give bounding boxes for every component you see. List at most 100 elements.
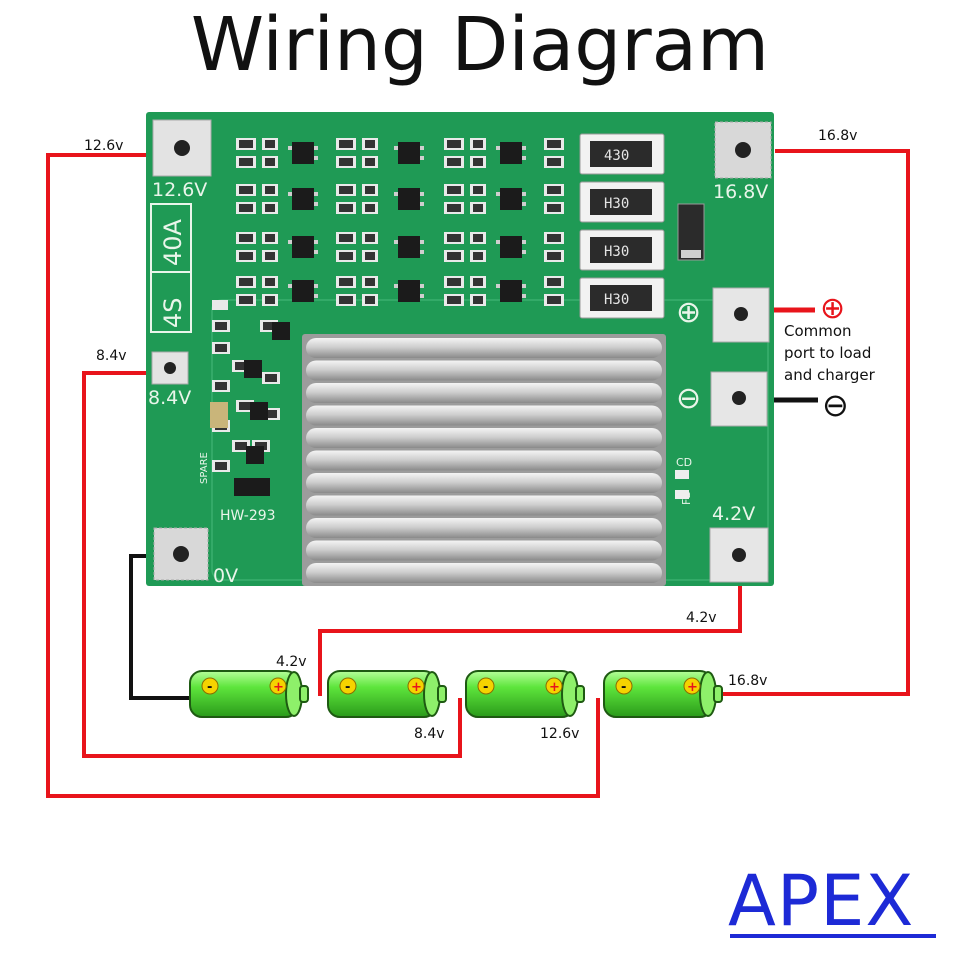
smd-resistor-body (265, 204, 275, 212)
smd-resistor-body (265, 234, 275, 242)
battery-cell-1: -+ (189, 670, 309, 718)
pad-label-16-8v: 16.8V (713, 181, 768, 203)
smd-pin (314, 146, 318, 150)
smd-pin (420, 202, 424, 206)
pad-label-0v: 0V (213, 565, 238, 587)
wire-labels: 12.6v 8.4v 16.8v 4.2v 4.2v 8.4v 12.6v 16… (84, 128, 857, 742)
shunt-code: H30 (604, 196, 629, 212)
smd-resistor-body (473, 140, 483, 148)
smd-pin (420, 192, 424, 196)
smd-mosfet (500, 142, 522, 164)
common-port-annotation: ⊕ Common port to load and charger ⊖ (784, 291, 876, 424)
smd-resistor-body (473, 234, 483, 242)
smd-resistor-body (547, 204, 561, 212)
smd-resistor-body (215, 462, 227, 470)
smd-pin (394, 284, 398, 288)
smd-resistor-body (239, 278, 253, 286)
battery-terminal (437, 685, 447, 703)
smd-pin (522, 250, 526, 254)
smd-pin (522, 146, 526, 150)
battery-neg-marker (339, 677, 357, 695)
smd-resistor-body (447, 204, 461, 212)
wire-label-8-4v: 8.4v (96, 348, 127, 364)
shunt-code: H30 (604, 292, 629, 308)
battery-cell-4: -+ (603, 670, 723, 718)
smd-pin (288, 240, 292, 244)
common-port-line-2: port to load (784, 344, 871, 362)
shunt-resistor: H30 (579, 277, 665, 319)
wire-label-4-2v-battery: 4.2v (276, 654, 307, 670)
page-title: Wiring Diagram (190, 2, 770, 88)
pad-16-8v (714, 121, 772, 179)
smd-resistor-body (473, 186, 483, 194)
heatsink-fin (306, 563, 662, 583)
smd-resistor-body (547, 186, 561, 194)
battery-neg-sign: - (207, 680, 212, 695)
smd-pin (522, 294, 526, 298)
pad-common-minus (710, 371, 768, 427)
smd-pin (522, 202, 526, 206)
smd-pin (394, 146, 398, 150)
smd-resistor-body (447, 252, 461, 260)
smd-pin (314, 202, 318, 206)
smd-ic (234, 478, 270, 496)
shunt-resistor: H30 (579, 229, 665, 271)
smd-pin (522, 240, 526, 244)
smd-resistor-body (215, 344, 227, 352)
brand-logo: APEX (728, 860, 915, 942)
smd-pin (496, 192, 500, 196)
battery-neg-sign: - (345, 680, 350, 695)
smd-resistor-body (265, 252, 275, 260)
smd-pin (288, 192, 292, 196)
smd-resistor-body (473, 204, 483, 212)
smd-resistor-body (447, 140, 461, 148)
smd-resistor-body (215, 382, 227, 390)
smd-transistor (272, 322, 290, 340)
smd-capacitor (210, 402, 228, 428)
battery-pos-sign: + (549, 680, 560, 695)
smd-resistor-body (265, 186, 275, 194)
smd-pin (314, 156, 318, 160)
heatsink-fin (306, 338, 662, 358)
rating-series: 4S (159, 297, 187, 328)
common-port-line-1: Common (784, 322, 852, 340)
smd-resistor-body (265, 410, 277, 418)
smd-pin (420, 250, 424, 254)
smd-pin (314, 240, 318, 244)
common-port-line-3: and charger (784, 366, 876, 384)
smd-resistor-body (547, 252, 561, 260)
smd-resistor (212, 300, 228, 310)
wire-12-6v (46, 153, 600, 798)
smd-resistor-body (447, 296, 461, 304)
battery-cell-2: -+ (327, 670, 447, 718)
smd-resistor-body (447, 234, 461, 242)
smd-resistor-body (447, 278, 461, 286)
heatsink-fin (306, 450, 662, 471)
battery-pos-marker (269, 677, 287, 695)
smd-pin (314, 294, 318, 298)
smd-pin (394, 192, 398, 196)
smd-resistor-body (265, 158, 275, 166)
smd-pin (420, 146, 424, 150)
smd-resistor-body (239, 234, 253, 242)
smd-pin (496, 240, 500, 244)
smd-mosfet (398, 142, 420, 164)
smd-resistor-body (339, 278, 353, 286)
spare-label: SPARE (199, 452, 210, 484)
battery-neg-marker (477, 677, 495, 695)
wire-4-2v (318, 584, 742, 696)
shunt-resistor: 430 (579, 133, 665, 175)
board-model: HW-293 (220, 508, 276, 524)
smd-led (675, 490, 689, 499)
battery-cell-3: -+ (465, 670, 585, 718)
smd-mosfet (292, 188, 314, 210)
smd-resistor-body (365, 204, 375, 212)
smd-resistor-body (339, 296, 353, 304)
pad-12-6v (152, 119, 212, 177)
battery-pos-sign: + (411, 680, 422, 695)
smd-resistor-body (365, 234, 375, 242)
shunt-code: H30 (604, 244, 629, 260)
smd-resistor-body (547, 158, 561, 166)
board-minus-mark: ⊖ (676, 381, 701, 416)
smd-resistor-body (239, 140, 253, 148)
